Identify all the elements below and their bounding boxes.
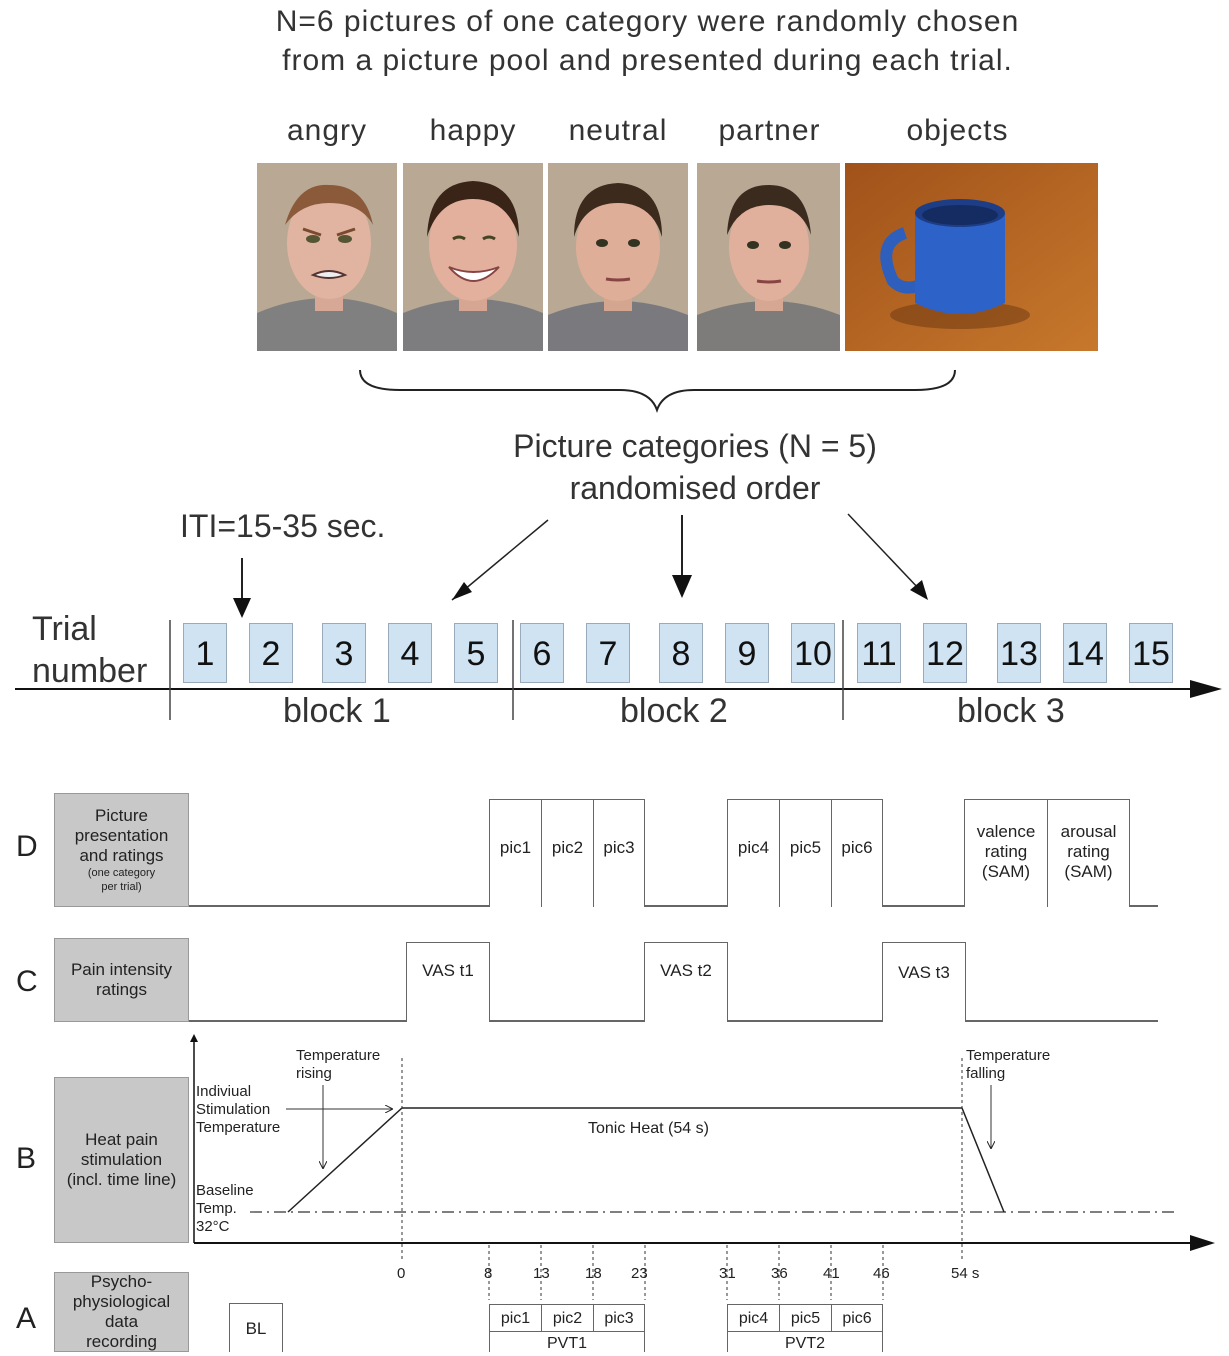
tonic-heat-label: Tonic Heat (54 s) bbox=[588, 1120, 709, 1137]
figure-title-line2: from a picture pool and presented during… bbox=[282, 44, 1013, 77]
partner-face-image bbox=[697, 163, 840, 351]
trial-box: 2 bbox=[249, 623, 293, 683]
arrow-to-block3 bbox=[847, 513, 921, 591]
category-label-neutral: neutral bbox=[568, 114, 668, 147]
block-label-1: block 1 bbox=[283, 692, 391, 730]
category-label-happy: happy bbox=[429, 114, 517, 147]
time-tick: 36 bbox=[771, 1265, 788, 1282]
trial-box: 6 bbox=[520, 623, 564, 683]
row-letter-a: A bbox=[16, 1302, 37, 1335]
trial-box: 10 bbox=[791, 623, 835, 683]
row-d-pic4: pic4 bbox=[727, 799, 780, 907]
row-letter-b: B bbox=[16, 1142, 37, 1175]
arrow-to-block1 bbox=[451, 519, 549, 601]
trial-box: 9 bbox=[725, 623, 769, 683]
time-tick: 46 bbox=[873, 1265, 890, 1282]
objects-mug-image bbox=[845, 163, 1098, 351]
row-a-baseline-bl: BL bbox=[229, 1303, 283, 1352]
time-tick: 31 bbox=[719, 1265, 736, 1282]
block-label-3: block 3 bbox=[957, 692, 1065, 730]
categories-label-line2: randomised order bbox=[569, 470, 821, 506]
trial-box: 13 bbox=[997, 623, 1041, 683]
row-c-vas-t2: VAS t2 bbox=[644, 942, 728, 1022]
time-tick: 41 bbox=[823, 1265, 840, 1282]
row-a-pic3: pic3 bbox=[593, 1304, 645, 1332]
row-a-pic1: pic1 bbox=[489, 1304, 542, 1332]
block-label-2: block 2 bbox=[620, 692, 728, 730]
iti-label: ITI=15-35 sec. bbox=[180, 508, 386, 544]
time-tick: 0 bbox=[397, 1265, 406, 1282]
category-label-angry: angry bbox=[286, 114, 368, 147]
row-a-pic2: pic2 bbox=[541, 1304, 594, 1332]
trial-axis-label-line1: Trial bbox=[32, 610, 97, 648]
row-d-pic5: pic5 bbox=[779, 799, 832, 907]
row-d-pic6: pic6 bbox=[831, 799, 883, 907]
happy-face-image bbox=[403, 163, 543, 351]
time-tick: 8 bbox=[484, 1265, 493, 1282]
row-d-pic1: pic1 bbox=[489, 799, 542, 907]
row-a-pic5: pic5 bbox=[779, 1304, 832, 1332]
row-letter-d: D bbox=[16, 830, 38, 863]
time-tick: 18 bbox=[585, 1265, 602, 1282]
row-a-pic6: pic6 bbox=[831, 1304, 883, 1332]
category-brace bbox=[359, 369, 956, 414]
category-label-objects: objects bbox=[906, 114, 1009, 147]
row-c-vas-t3: VAS t3 bbox=[882, 942, 966, 1022]
row-a-label: Psycho- physiological data recording bbox=[54, 1272, 189, 1352]
category-label-partner: partner bbox=[718, 114, 821, 147]
time-tick: 23 bbox=[631, 1265, 648, 1282]
trial-box: 1 bbox=[183, 623, 227, 683]
trial-box: 5 bbox=[454, 623, 498, 683]
trial-box: 3 bbox=[322, 623, 366, 683]
row-a-pvt2: PVT2 bbox=[727, 1331, 883, 1352]
trial-box: 15 bbox=[1129, 623, 1173, 683]
trial-box: 12 bbox=[923, 623, 967, 683]
time-tick: 13 bbox=[533, 1265, 550, 1282]
row-d-pic3: pic3 bbox=[593, 799, 645, 907]
row-d-pic2: pic2 bbox=[541, 799, 594, 907]
trial-box: 14 bbox=[1063, 623, 1107, 683]
trial-box: 11 bbox=[857, 623, 901, 683]
row-b-label: Heat pain stimulation (incl. time line) bbox=[54, 1077, 189, 1243]
row-letter-c: C bbox=[16, 965, 38, 998]
row-c-label: Pain intensity ratings bbox=[54, 938, 189, 1022]
row-d-label: Picture presentation and ratings (one ca… bbox=[54, 793, 189, 907]
trial-box: 4 bbox=[388, 623, 432, 683]
neutral-face-image bbox=[548, 163, 688, 351]
temperature-profile bbox=[287, 1107, 1005, 1213]
trial-box: 7 bbox=[586, 623, 630, 683]
trial-box: 8 bbox=[659, 623, 703, 683]
categories-label-line1: Picture categories (N = 5) bbox=[513, 428, 877, 464]
row-a-pic4: pic4 bbox=[727, 1304, 780, 1332]
figure-title-line1: N=6 pictures of one category were random… bbox=[275, 5, 1020, 38]
trial-axis-label-line2: number bbox=[32, 652, 148, 690]
row-a-pvt1: PVT1 bbox=[489, 1331, 645, 1352]
angry-face-image bbox=[257, 163, 397, 351]
time-tick: 54 s bbox=[951, 1265, 980, 1282]
row-c-vas-t1: VAS t1 bbox=[406, 942, 490, 1022]
